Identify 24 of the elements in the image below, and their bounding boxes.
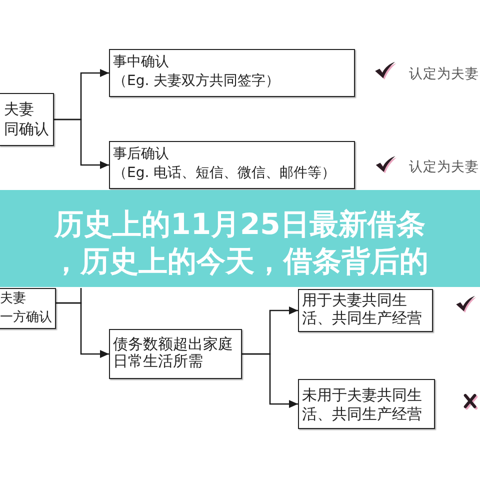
box-label: 同确认 xyxy=(4,119,50,139)
arrow xyxy=(242,353,298,408)
box-text: 用于夫妻共同生活、共同生产经营 xyxy=(302,291,423,327)
box-heading: 事中确认 xyxy=(113,53,170,72)
process-box xyxy=(109,329,242,379)
process-box xyxy=(0,288,56,329)
box-label: 一方确认 xyxy=(0,309,53,327)
arrow xyxy=(56,302,109,358)
process-box xyxy=(298,379,435,429)
process-box xyxy=(298,289,433,332)
box-text: 债务数额超出家庭日常生活所需 xyxy=(113,336,234,370)
box-label: 夫妻 xyxy=(0,290,27,308)
title: 历史上的11月25日最新借条，历史上的今天，借条背后的 xyxy=(50,206,430,280)
verdict-text: 认定为夫妻 xyxy=(409,158,479,176)
box-text: 未用于夫妻共同生活、共同生产经营 xyxy=(302,386,423,424)
process-box xyxy=(109,141,355,189)
verdict-text: 认定为夫妻 xyxy=(409,65,479,83)
arrow xyxy=(54,118,109,169)
box-example: （Eg. 夫妻双方共同签字） xyxy=(113,72,281,91)
process-box xyxy=(109,49,355,97)
box-heading: 事后确认 xyxy=(113,145,170,164)
box-label: 夫妻 xyxy=(4,99,35,119)
box-example: （Eg. 电话、短信、微信、邮件等） xyxy=(113,164,337,183)
process-box xyxy=(0,93,54,146)
